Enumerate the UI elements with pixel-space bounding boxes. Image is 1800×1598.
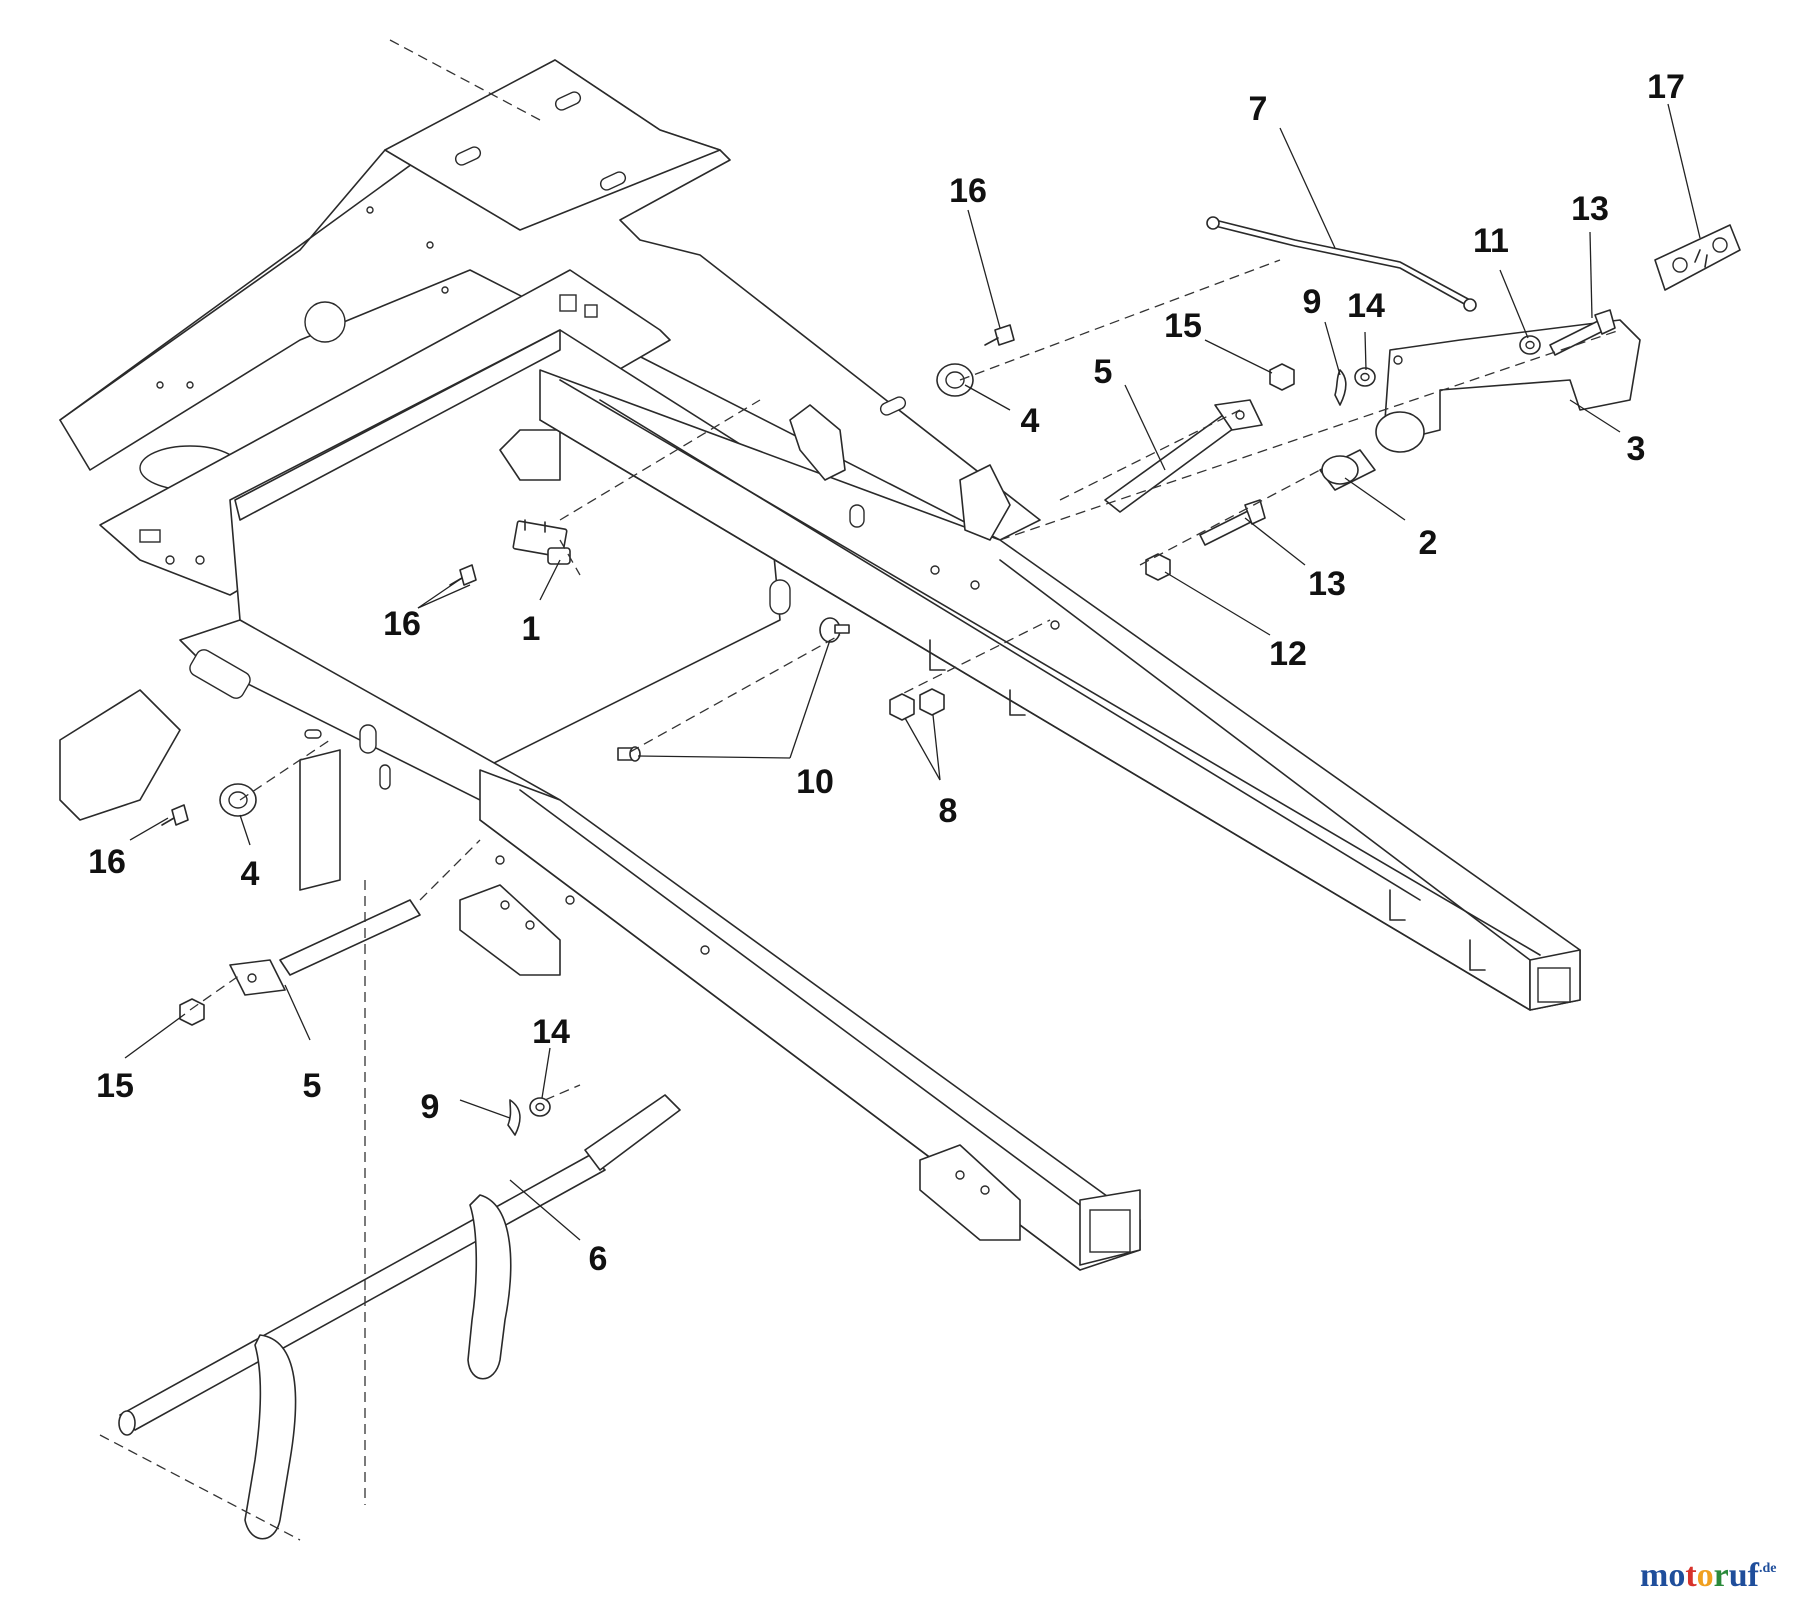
callout-5-lower: 5: [303, 1067, 322, 1105]
watermark-suffix: .de: [1759, 1561, 1777, 1576]
part-5-pivot-rod-upper: [1104, 399, 1263, 513]
callout-14-lower: 14: [532, 1013, 570, 1051]
part-3-lift-lever: [1375, 319, 1641, 453]
watermark-letter: o: [1697, 1557, 1714, 1594]
alignment-lines: [99, 39, 1621, 1541]
svg-text:motoruf.de: motoruf.de: [1640, 1557, 1777, 1594]
callout-2: 2: [1419, 524, 1438, 562]
part-7-link-rod: [1206, 216, 1477, 312]
watermark-letter: m: [1640, 1557, 1668, 1594]
callout-15-upper: 15: [1164, 307, 1202, 345]
part-17-decal: [1654, 224, 1741, 291]
callout-9-upper: 9: [1303, 283, 1322, 321]
part-12-nut: [1145, 553, 1171, 581]
part-14-washer-lower: [529, 1097, 551, 1117]
callout-labels: 1 2 3 4 4 5 5 6 7 8 9 9 10 11 12 13 13 1…: [88, 68, 1685, 1278]
callout-10: 10: [796, 763, 834, 801]
watermark-letter: o: [1668, 1557, 1685, 1594]
part-13-bolt-upper: [1549, 309, 1616, 356]
callout-9-lower: 9: [421, 1088, 440, 1126]
callout-17: 17: [1647, 68, 1685, 106]
part-15-nut-upper: [1269, 363, 1295, 391]
part-1-switch: [512, 519, 571, 565]
part-8-nuts: [889, 688, 945, 721]
callout-16-lower: 16: [88, 843, 126, 881]
callout-7: 7: [1249, 90, 1268, 128]
callout-11: 11: [1473, 222, 1509, 260]
callout-15-lower: 15: [96, 1067, 134, 1105]
part-4-bushing-upper: [936, 363, 974, 397]
part-11-washer: [1519, 335, 1541, 355]
callout-12: 12: [1269, 635, 1307, 673]
leader-lines: [124, 103, 1701, 1241]
callout-8: 8: [939, 792, 958, 830]
part-2-spacer: [1319, 449, 1376, 491]
watermark-letter: f: [1748, 1557, 1760, 1594]
part-15-nut-lower: [179, 998, 205, 1026]
part-13-bolt-lower: [1199, 499, 1266, 546]
callout-4-lower: 4: [241, 855, 260, 893]
callout-3: 3: [1627, 430, 1646, 468]
callout-13-lower: 13: [1308, 565, 1346, 603]
part-6-lift-handle-shaft: [118, 1094, 681, 1540]
chassis-frame: [59, 59, 1581, 1271]
part-14-washer-upper: [1354, 367, 1376, 387]
callout-5-upper: 5: [1094, 353, 1113, 391]
callout-13-upper: 13: [1571, 190, 1609, 228]
callout-16-middle: 16: [383, 605, 421, 643]
part-9-hairpin-lower: [507, 1099, 521, 1136]
watermark-letter: t: [1685, 1557, 1697, 1594]
part-4-bushing-lower: [219, 783, 257, 817]
callout-6: 6: [589, 1240, 608, 1278]
part-10-pins: [617, 617, 850, 762]
part-9-hairpin-upper: [1334, 369, 1347, 406]
motoruf-watermark-logo: motoruf.de: [1640, 1557, 1777, 1594]
watermark-letter: u: [1729, 1557, 1748, 1594]
callout-16-upper: 16: [949, 172, 987, 210]
callout-14-upper: 14: [1347, 287, 1385, 325]
part-5-pivot-rod-lower: [229, 899, 421, 996]
callout-4-upper: 4: [1021, 402, 1040, 440]
callout-1: 1: [522, 610, 541, 648]
watermark-letter: r: [1714, 1557, 1729, 1594]
part-16-screws: [161, 324, 1015, 826]
